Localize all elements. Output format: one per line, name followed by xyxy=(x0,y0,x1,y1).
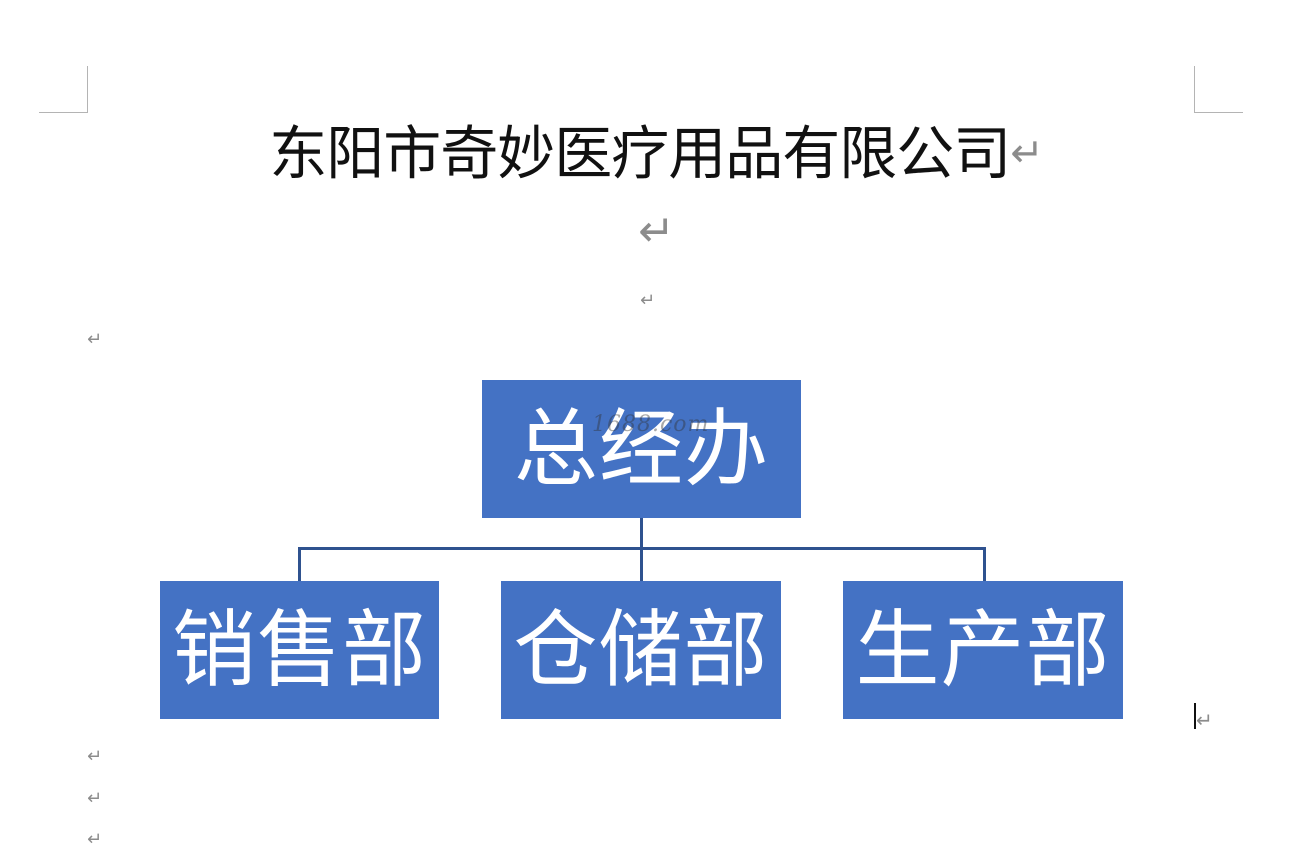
paragraph-mark-icon: ↵ xyxy=(87,746,103,767)
paragraph-mark-icon: ↵ xyxy=(87,829,103,850)
org-node-production[interactable]: 生产部 xyxy=(843,581,1123,719)
org-node-label: 总经办 xyxy=(513,400,769,498)
watermark: 1688.com xyxy=(592,412,710,437)
org-node-sales[interactable]: 销售部 xyxy=(160,581,439,719)
org-node-root[interactable]: 总经办 xyxy=(482,380,801,518)
org-node-label: 生产部 xyxy=(855,601,1111,699)
text-cursor xyxy=(1194,703,1196,729)
org-node-label: 仓储部 xyxy=(513,601,769,699)
org-node-warehouse[interactable]: 仓储部 xyxy=(501,581,781,719)
org-node-label: 销售部 xyxy=(171,601,427,699)
paragraph-mark-icon: ↵ xyxy=(638,206,675,257)
paragraph-mark-icon: ↵ xyxy=(87,788,103,809)
document-title[interactable]: 东阳市奇妙医疗用品有限公司 xyxy=(269,119,1011,188)
page-margin-corner-top-left xyxy=(39,66,88,113)
paragraph-mark-icon: ↵ xyxy=(1010,130,1044,177)
org-connector-left-drop xyxy=(298,547,301,581)
org-connector-right-drop xyxy=(983,547,986,581)
page-margin-corner-top-right xyxy=(1194,66,1243,113)
org-connector-horizontal xyxy=(298,547,986,550)
paragraph-mark-icon: ↵ xyxy=(640,290,656,311)
document-title-paragraph[interactable]: 东阳市奇妙医疗用品有限公司↵ xyxy=(0,117,1313,190)
paragraph-mark-icon: ↵ xyxy=(87,329,103,350)
paragraph-mark-icon: ↵ xyxy=(1196,708,1213,732)
